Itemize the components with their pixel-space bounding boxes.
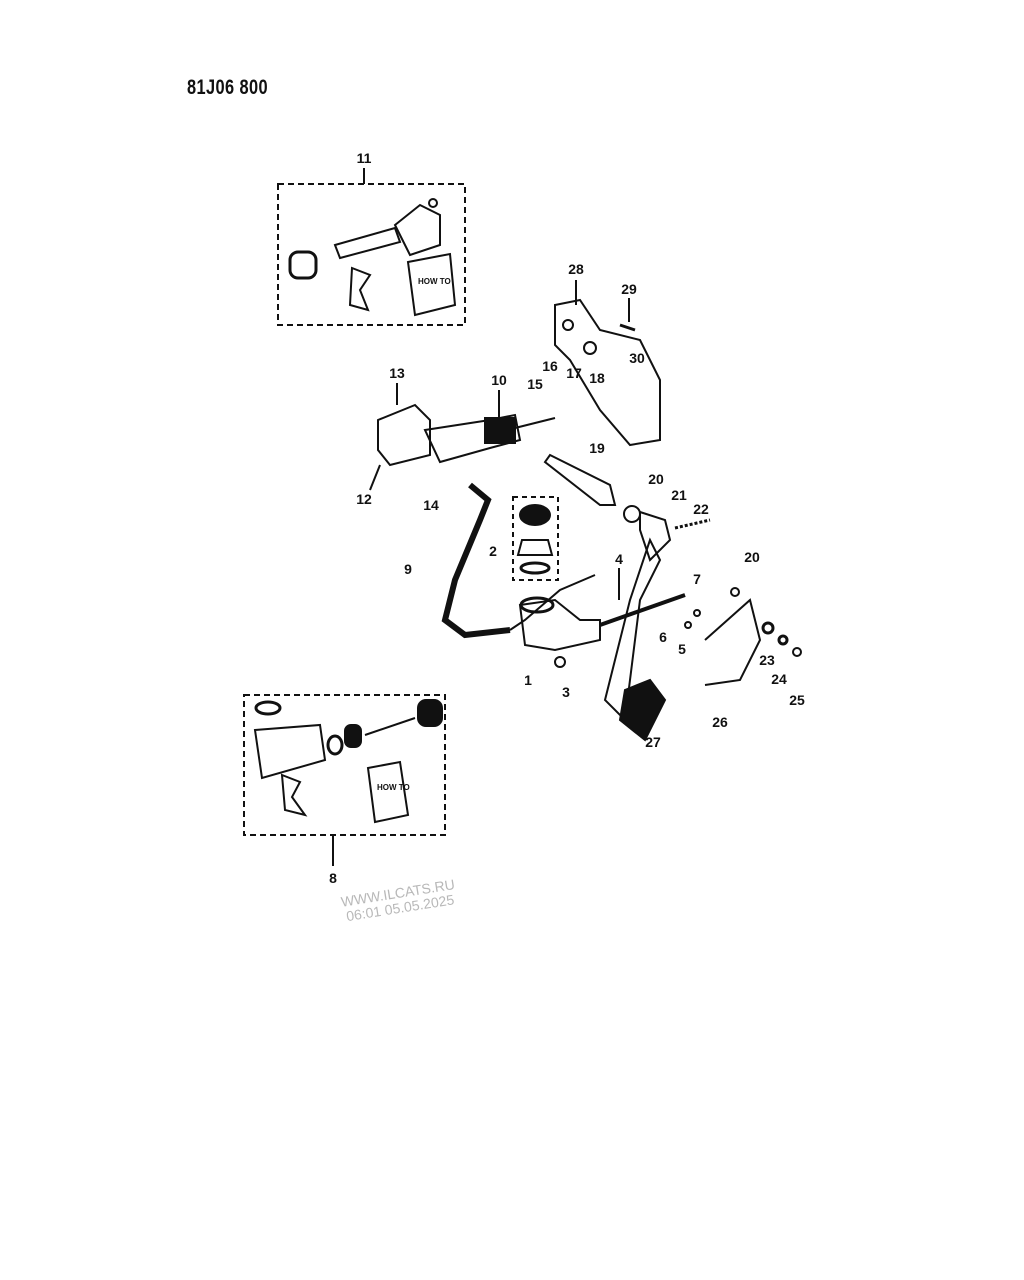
pedal-support-bracket — [554, 298, 661, 447]
booklet-label: HOW TO — [418, 277, 451, 286]
callout-1: 1 — [524, 672, 532, 688]
callout-21: 21 — [671, 487, 687, 503]
callout-12: 12 — [356, 491, 372, 507]
callout-20b: 20 — [744, 549, 760, 565]
master-cylinder-kit-box: HOW TO — [243, 694, 446, 866]
callout-18: 18 — [589, 370, 605, 386]
callout-8: 8 — [329, 870, 337, 886]
callout-30: 30 — [629, 350, 645, 366]
callout-7: 7 — [693, 571, 701, 587]
callout-19: 19 — [589, 440, 605, 456]
callout-5: 5 — [678, 641, 686, 657]
callout-2: 2 — [489, 543, 497, 559]
callout-23: 23 — [759, 652, 775, 668]
callout-25: 25 — [789, 692, 805, 708]
hydraulic-hose — [441, 482, 511, 639]
callout-14: 14 — [423, 497, 439, 513]
callout-27: 27 — [645, 734, 661, 750]
diagram-code: 81J06 800 — [187, 76, 268, 99]
callout-9: 9 — [404, 561, 412, 577]
callout-4: 4 — [615, 551, 623, 567]
slave-cylinder-kit-box: HOW TO — [277, 168, 466, 326]
callout-10: 10 — [491, 372, 507, 388]
how-to-booklet-icon — [366, 760, 410, 824]
callout-13: 13 — [389, 365, 405, 381]
callout-28: 28 — [568, 261, 584, 277]
master-cylinder — [518, 598, 601, 652]
pivot-shaft — [543, 453, 617, 506]
callout-29: 29 — [621, 281, 637, 297]
pedal-bracket — [704, 598, 762, 686]
callout-11: 11 — [356, 150, 372, 166]
callout-20: 20 — [648, 471, 664, 487]
callout-16: 16 — [542, 358, 558, 374]
callout-15: 15 — [527, 376, 543, 392]
callout-24: 24 — [771, 671, 787, 687]
callout-3: 3 — [562, 684, 570, 700]
callout-26: 26 — [712, 714, 728, 730]
callout-22: 22 — [693, 501, 709, 517]
slave-cylinder — [377, 403, 431, 467]
booklet-label: HOW TO — [377, 783, 410, 792]
callout-6: 6 — [659, 629, 667, 645]
how-to-booklet-icon — [406, 252, 457, 317]
callout-17: 17 — [566, 365, 582, 381]
